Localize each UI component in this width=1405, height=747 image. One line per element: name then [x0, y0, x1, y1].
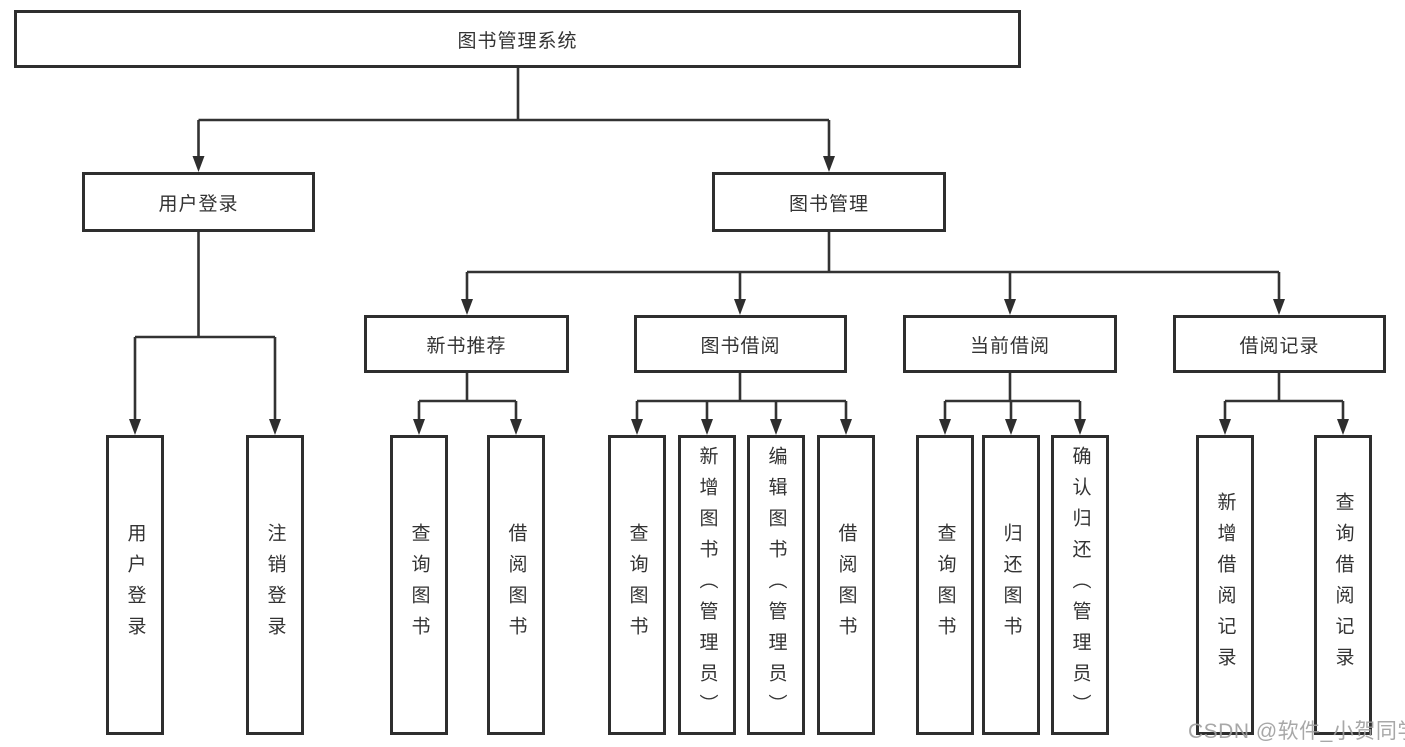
- leaf-edit-books-admin-label: 编辑图书（管理员）: [765, 445, 787, 725]
- node-borrow-records: 借阅记录: [1173, 315, 1386, 373]
- leaf-add-books-admin-label: 新增图书（管理员）: [696, 445, 718, 725]
- leaf-borrow-books: 借阅图书: [817, 435, 875, 735]
- leaf-confirm-return-admin-label: 确认归还（管理员）: [1069, 445, 1091, 725]
- leaf-borrow-books-label: 借阅图书: [835, 523, 857, 647]
- leaf-query-borrow-record-label: 查询借阅记录: [1332, 492, 1354, 678]
- leaf-add-books-admin: 新增图书（管理员）: [678, 435, 736, 735]
- leaf-borrow-books-recommend: 借阅图书: [487, 435, 545, 735]
- leaf-query-books-current: 查询图书: [916, 435, 974, 735]
- csdn-watermark: CSDN @软件_小贺同学: [1188, 720, 1405, 743]
- leaf-add-borrow-record-label: 新增借阅记录: [1214, 492, 1236, 678]
- leaf-query-borrow-record: 查询借阅记录: [1314, 435, 1372, 735]
- leaf-confirm-return-admin: 确认归还（管理员）: [1051, 435, 1109, 735]
- leaf-add-borrow-record: 新增借阅记录: [1196, 435, 1254, 735]
- node-user-login: 用户登录: [82, 172, 315, 232]
- leaf-borrow-books-recommend-label: 借阅图书: [505, 523, 527, 647]
- leaf-logout-label: 注销登录: [264, 523, 286, 647]
- leaf-user-login-label: 用户登录: [124, 523, 146, 647]
- leaf-logout: 注销登录: [246, 435, 304, 735]
- leaf-query-books-borrow-label: 查询图书: [626, 523, 648, 647]
- leaf-query-books-recommend-label: 查询图书: [408, 523, 430, 647]
- node-current-borrow: 当前借阅: [903, 315, 1117, 373]
- leaf-return-books-label: 归还图书: [1000, 523, 1022, 647]
- leaf-query-books-recommend: 查询图书: [390, 435, 448, 735]
- leaf-query-books-borrow: 查询图书: [608, 435, 666, 735]
- node-book-management: 图书管理: [712, 172, 946, 232]
- leaf-query-books-current-label: 查询图书: [934, 523, 956, 647]
- node-book-borrow: 图书借阅: [634, 315, 847, 373]
- node-library-management-system: 图书管理系统: [14, 10, 1021, 68]
- leaf-edit-books-admin: 编辑图书（管理员）: [747, 435, 805, 735]
- node-new-book-recommend: 新书推荐: [364, 315, 569, 373]
- leaf-user-login: 用户登录: [106, 435, 164, 735]
- leaf-return-books: 归还图书: [982, 435, 1040, 735]
